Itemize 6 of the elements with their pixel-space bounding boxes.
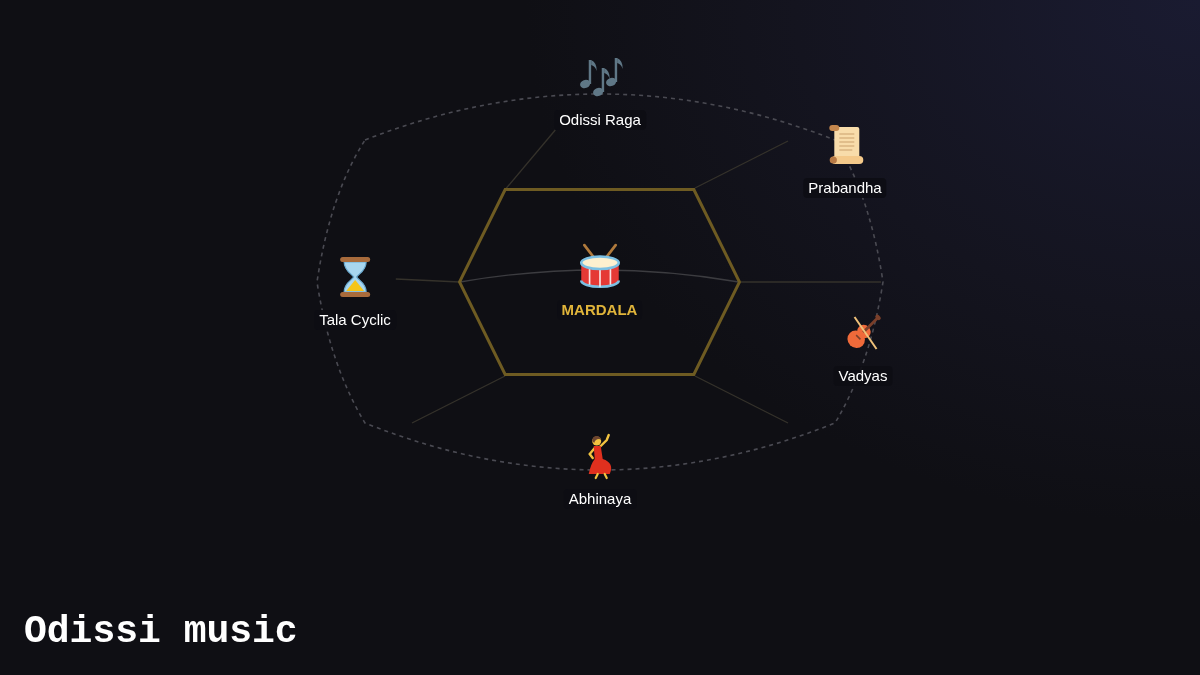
- connector-line: [395, 278, 461, 283]
- node-label: Vadyas: [833, 366, 893, 386]
- title: Odissi music: [24, 610, 298, 654]
- node-label: Odissi Raga: [554, 110, 646, 130]
- node-label: Prabandha: [803, 178, 887, 198]
- connector-line: [504, 129, 556, 191]
